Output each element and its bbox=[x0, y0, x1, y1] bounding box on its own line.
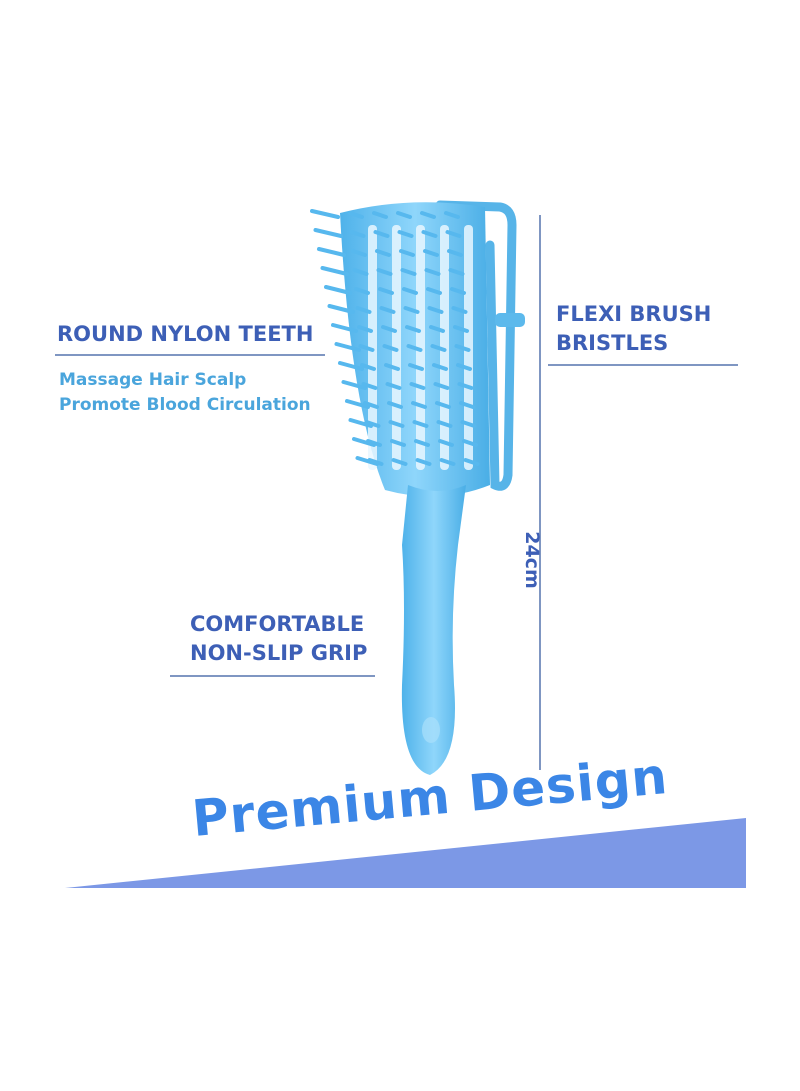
feature-bristles-line2: BRISTLES bbox=[556, 331, 669, 355]
feature-grip-line2: NON-SLIP GRIP bbox=[190, 641, 368, 665]
feature-teeth-title: ROUND NYLON TEETH bbox=[57, 322, 314, 346]
feature-grip-line1: COMFORTABLE bbox=[190, 612, 365, 636]
feature-grip-underline bbox=[170, 675, 375, 677]
feature-teeth-line1: Massage Hair Scalp bbox=[59, 370, 247, 390]
feature-teeth-line2: Promote Blood Circulation bbox=[59, 395, 311, 415]
feature-teeth-underline bbox=[55, 354, 325, 356]
feature-bristles-underline bbox=[548, 364, 738, 366]
detangling-brush-image bbox=[310, 200, 525, 775]
feature-bristles-line1: FLEXI BRUSH bbox=[556, 302, 712, 326]
premium-banner-shape bbox=[65, 818, 746, 888]
dimension-line bbox=[539, 215, 541, 770]
